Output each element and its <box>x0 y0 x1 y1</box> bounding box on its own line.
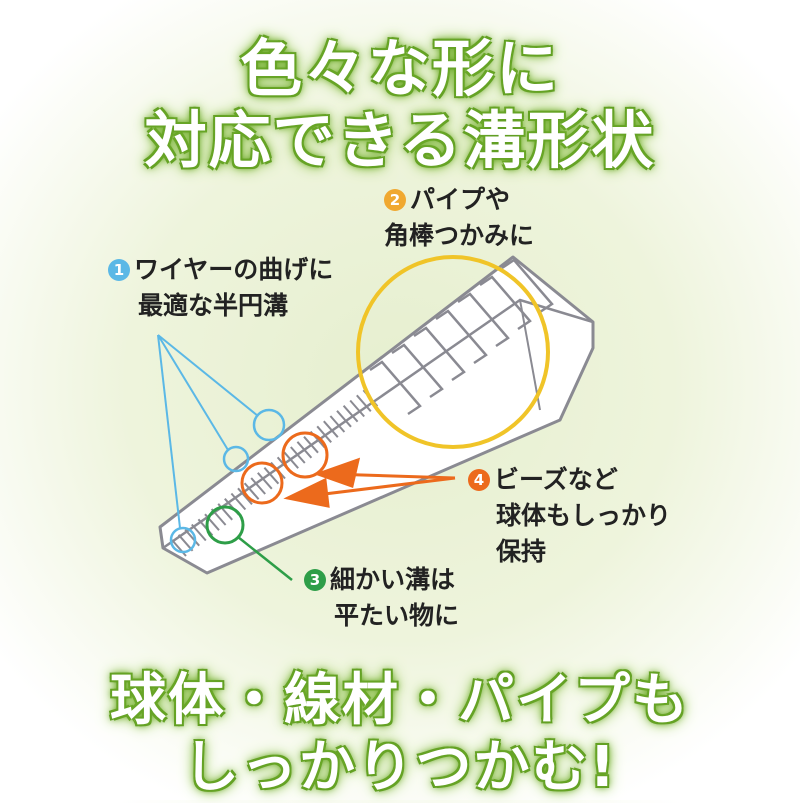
callout-4-line-2: 球体もしっかり <box>496 501 672 530</box>
callout-4-line-1: ビーズなど <box>494 465 618 494</box>
number-badge-2: 2 <box>384 189 406 211</box>
wire-leader-lines <box>157 334 259 529</box>
groove-line <box>336 410 352 428</box>
groove-line <box>171 539 187 557</box>
groove-line <box>356 394 372 412</box>
stepped-grooves <box>369 258 554 416</box>
fine-grooves <box>171 389 379 557</box>
bead-arrows <box>283 457 456 508</box>
wire-groove-highlight <box>222 445 250 473</box>
callout-3-line-2: 平たい物に <box>334 601 460 630</box>
pliers-jaw <box>158 255 595 575</box>
wire-groove-highlight <box>252 408 286 442</box>
jaw-edge <box>519 299 541 411</box>
wire-groove-highlight <box>169 526 197 554</box>
callout-4-line-3: 保持 <box>496 537 547 566</box>
groove-line <box>263 467 280 485</box>
groove-line <box>303 436 319 454</box>
bead-groove-highlight <box>281 431 329 479</box>
groove-line <box>191 523 207 542</box>
groove-line <box>329 415 346 433</box>
groove-line <box>257 472 273 490</box>
step-groove <box>501 258 554 314</box>
fine-groove-leader <box>237 536 293 581</box>
callout-2-line-2: 角棒つかみに <box>384 221 535 250</box>
groove-line <box>184 529 200 547</box>
footer-line-1: 球体・線材・パイプも <box>110 668 690 733</box>
groove-line <box>296 441 313 459</box>
groove-line <box>283 451 299 469</box>
number-badge-1: 1 <box>108 259 130 281</box>
title-line-2: 対応できる溝形状 <box>144 104 656 177</box>
pipe-groove-highlight <box>356 255 550 449</box>
step-groove <box>369 360 422 416</box>
callout-3-line-1: 細かい溝は <box>330 565 456 594</box>
callout-2-line-1: パイプや <box>410 185 511 214</box>
step-groove <box>413 326 466 382</box>
groove-line <box>323 420 339 438</box>
title-line-1: 色々な形に <box>239 32 560 105</box>
callout-1-line-2: 最適な半円溝 <box>138 291 289 320</box>
bead-groove-highlight <box>240 461 284 505</box>
number-badge-4: 4 <box>468 469 490 491</box>
step-groove <box>391 343 444 399</box>
groove-line <box>237 487 253 505</box>
fine-groove-highlight <box>205 505 245 545</box>
groove-line <box>316 425 332 443</box>
step-groove <box>457 292 510 348</box>
groove-line <box>250 477 266 495</box>
groove-line <box>230 492 247 511</box>
groove-line <box>290 446 306 464</box>
groove-line <box>342 405 359 423</box>
number-badge-3: 3 <box>304 569 326 591</box>
groove-line <box>349 399 365 418</box>
footer-line-2: しっかりつかむ! <box>182 735 618 800</box>
step-groove <box>479 275 532 331</box>
groove-line <box>243 482 260 500</box>
step-groove <box>435 309 488 365</box>
callout-1-line-1: ワイヤーの曲げに <box>134 255 334 284</box>
